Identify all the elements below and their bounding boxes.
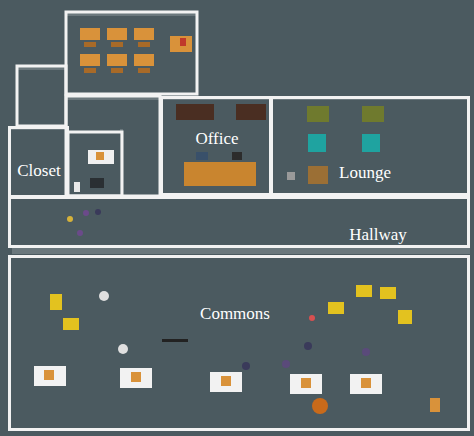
room-label: Office — [195, 130, 238, 147]
room-label: Commons — [200, 305, 270, 322]
room-outline: Office — [160, 96, 272, 196]
walls — [8, 12, 470, 254]
room-outline: Hallway — [8, 196, 470, 248]
room-label: Closet — [17, 162, 60, 179]
room-label: Hallway — [349, 226, 407, 243]
room-outline: Lounge — [270, 96, 470, 196]
commons-furniture — [34, 285, 440, 414]
office-furniture — [176, 104, 266, 186]
room-label: Lounge — [339, 164, 391, 181]
room-outline — [17, 12, 197, 196]
room-outline: Closet — [8, 126, 69, 198]
room-outline: Commons — [8, 255, 470, 431]
hallway-people — [67, 209, 101, 236]
classroom-desks — [80, 28, 192, 73]
small-room-desk — [74, 150, 114, 192]
